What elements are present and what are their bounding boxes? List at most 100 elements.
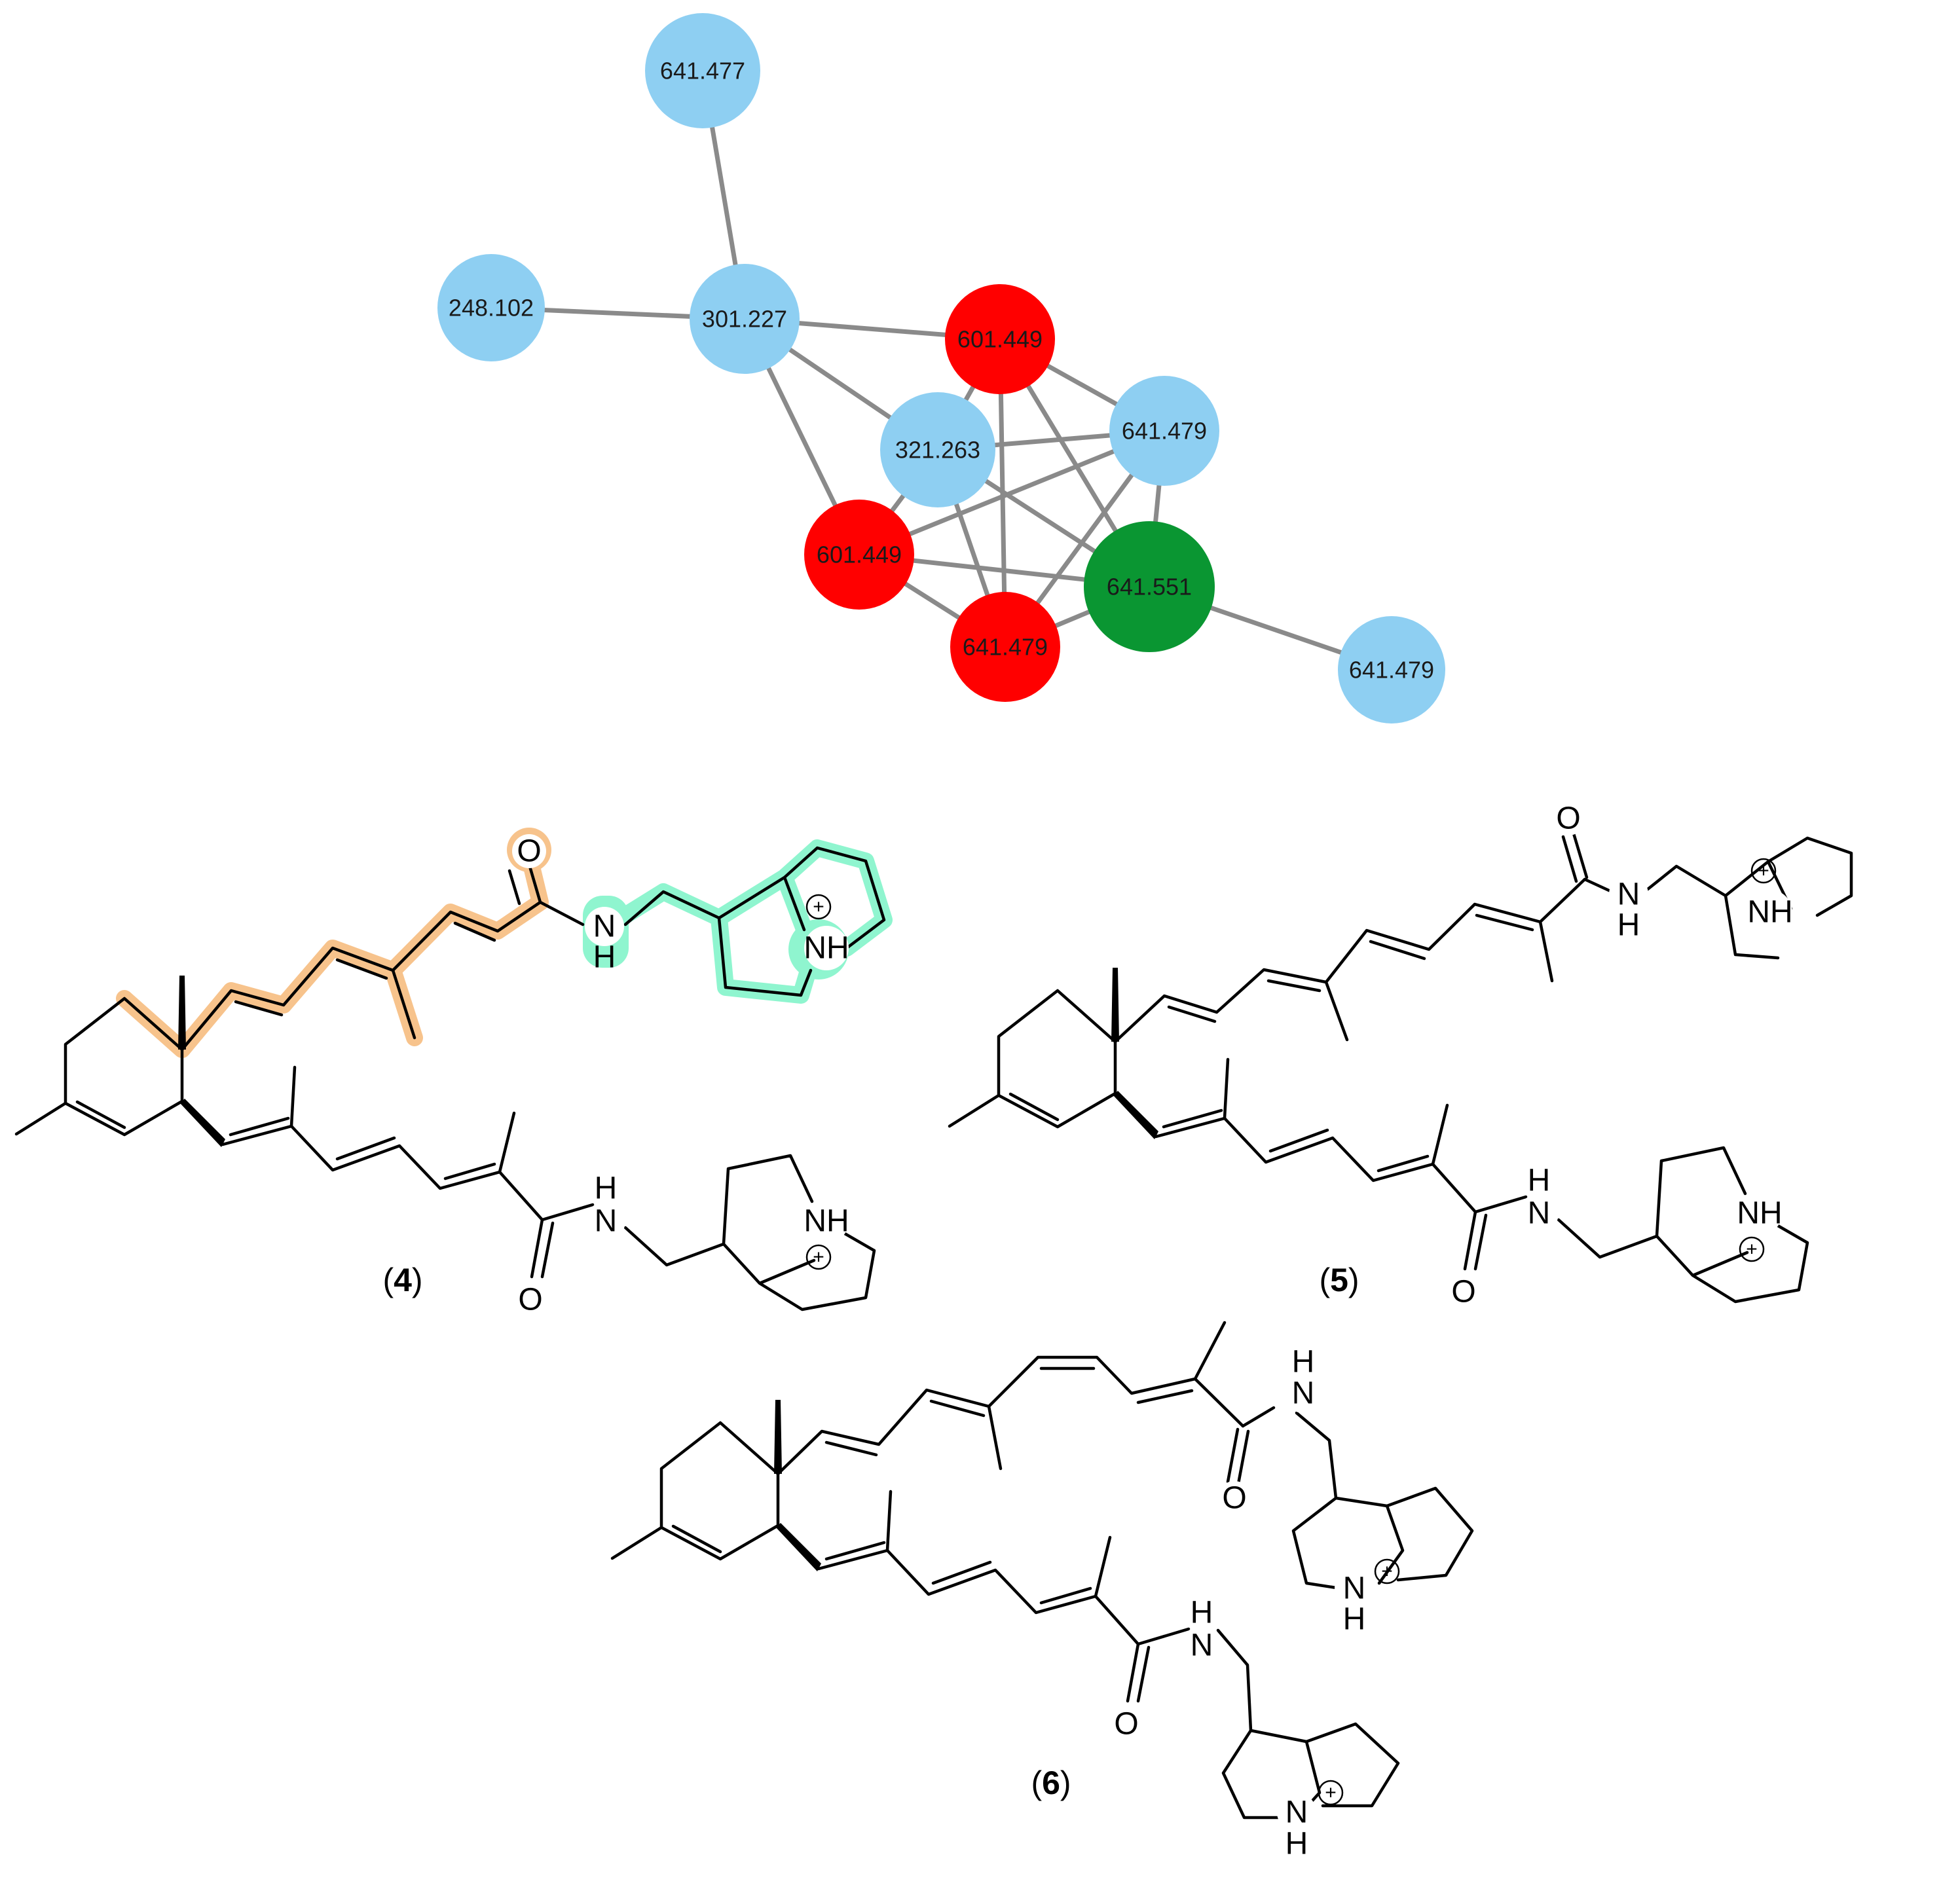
carbonyl-oxygen: O: [1556, 801, 1580, 836]
positive-charge-icon: [1374, 1558, 1400, 1584]
ring-methyl: [610, 1526, 663, 1560]
lower-amide-nitrogen: N: [595, 1204, 618, 1239]
network-node-label: 601.449: [817, 541, 902, 568]
lower-amine-chain: [623, 1154, 876, 1311]
charge-sign: +: [813, 896, 824, 918]
lower-amine-chain: [1557, 1146, 1809, 1304]
charge-sign: +: [1746, 1239, 1758, 1260]
carbonyl-double: [1561, 832, 1589, 883]
network-node: 641.479: [1109, 376, 1219, 486]
network-node-label: 321.263: [895, 437, 980, 464]
quaternary-methyl-wedge: [1111, 968, 1119, 1042]
lower-polyene: [221, 1124, 595, 1222]
amide-nitrogen: N: [1618, 877, 1640, 912]
structure-compound-5: O N H NH + N H O NH + (5): [948, 801, 1853, 1309]
ring-double-bond: [671, 1524, 722, 1554]
positive-charge-icon: [1318, 1780, 1344, 1806]
lower-pyrrolizidine-nh: NH: [1737, 1196, 1782, 1231]
positive-charge-icon: [805, 894, 832, 920]
lower-amide-nitrogen: N: [1191, 1628, 1213, 1663]
upper-amide: [1583, 836, 1853, 960]
charge-sign: +: [1758, 860, 1769, 882]
lower-amide-hydrogen: H: [1528, 1163, 1551, 1198]
network-node: 301.227: [690, 264, 800, 374]
lower-wedge: [1113, 1091, 1158, 1139]
compound-label-5: (5): [1319, 1262, 1359, 1298]
network-nodes: 641.477 248.102 301.227 601.449 321.263 641.4…: [437, 13, 1445, 723]
quaternary-methyl-wedge: [178, 976, 186, 1050]
amide-hydrogen: H: [1292, 1345, 1315, 1380]
structure-compound-4: O N H NH + N H O NH + (4): [14, 828, 893, 1317]
network-node-label: 641.479: [1349, 657, 1434, 684]
lower-pyrrolizidine-n: N: [1285, 1795, 1308, 1830]
network-node-circle: [950, 592, 1060, 702]
network-node-circle: [1109, 376, 1219, 486]
lower-methyls: [289, 1065, 516, 1174]
amide-nitrogen: N: [593, 909, 616, 944]
lower-pyrrolizidine-h: H: [1285, 1827, 1308, 1861]
network-node: 641.479: [1338, 616, 1445, 723]
carbonyl-double: [1226, 1427, 1250, 1486]
positive-charge-icon: [1739, 1236, 1765, 1262]
lower-amide-hydrogen: H: [595, 1171, 618, 1206]
compound-label-6: (6): [1031, 1765, 1071, 1801]
lower-wedge: [776, 1523, 821, 1571]
upper-methyl: [391, 968, 416, 1040]
upper-amide: [538, 900, 585, 926]
lower-carbonyl: [1463, 1210, 1488, 1271]
lower-pyrrolizidine-nh: NH: [804, 1204, 849, 1239]
upper-polyene: [776, 1321, 1245, 1476]
network-node-label: 641.477: [660, 58, 745, 84]
upper-double-bonds: [234, 921, 496, 1017]
positive-charge-icon: [805, 1244, 832, 1270]
network-node-label: 641.479: [1122, 418, 1207, 445]
network-node-circle: [690, 264, 800, 374]
ring-bonds: [659, 1421, 780, 1561]
lower-carbonyl-oxygen: O: [518, 1283, 542, 1317]
network-node-circle: [1084, 521, 1215, 652]
network-node-circle: [804, 500, 914, 610]
carbonyl-oxygen: O: [517, 834, 541, 869]
carbonyl-double: [508, 869, 521, 906]
upper-amide: [1241, 1406, 1474, 1592]
lower-carbonyl: [1126, 1642, 1151, 1703]
network-node: 248.102: [437, 254, 545, 361]
ring-bonds: [64, 997, 184, 1137]
lower-polyene: [817, 1548, 1191, 1646]
network-node-circle: [437, 254, 545, 361]
network-node-label: 301.227: [702, 306, 787, 333]
ring-methyl: [14, 1101, 67, 1136]
ring-methyl: [948, 1093, 1001, 1128]
network-node-label: 641.551: [1107, 574, 1192, 600]
lower-methyls: [1223, 1057, 1449, 1166]
network-node: 321.263: [880, 392, 995, 507]
network-node: 601.449: [804, 500, 914, 610]
positive-charge-icon: [1750, 858, 1777, 884]
upper-polyene: [1113, 877, 1587, 1044]
compound-label-4: (4): [382, 1262, 422, 1298]
lower-methyls: [885, 1490, 1112, 1598]
carbonyl-oxygen: O: [1222, 1481, 1246, 1516]
network-node-label: 601.449: [957, 326, 1043, 353]
network-node-circle: [645, 13, 760, 128]
network-node: 641.479: [950, 592, 1060, 702]
lower-double-bonds: [824, 1541, 1092, 1605]
network-node-circle: [945, 284, 1055, 394]
network-node: 641.551: [1084, 521, 1215, 652]
network-node: 601.449: [945, 284, 1055, 394]
lower-carbonyl-oxygen: O: [1114, 1707, 1138, 1742]
network-node-circle: [1338, 616, 1445, 723]
amide-hydrogen: H: [1618, 908, 1640, 943]
lower-carbonyl-oxygen: O: [1451, 1275, 1475, 1309]
network-node-circle: [880, 392, 995, 507]
pyrrolizidine-h: H: [1343, 1602, 1366, 1637]
ring-bonds: [997, 989, 1117, 1129]
amide-hydrogen: H: [593, 940, 616, 975]
upper-double-bonds: [1167, 913, 1534, 1023]
charge-sign: +: [813, 1247, 824, 1268]
pyrrolizidine-n: N: [1343, 1571, 1366, 1606]
amide-nitrogen: N: [1292, 1376, 1315, 1411]
network-node: 641.477: [645, 13, 760, 128]
amine-highlight: [596, 839, 893, 1004]
